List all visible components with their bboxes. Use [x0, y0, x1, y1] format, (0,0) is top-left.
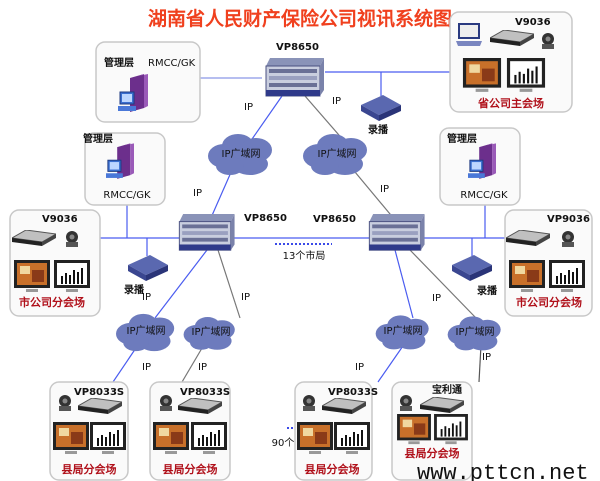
- county-site: VP8033S 县局分会场: [149, 381, 231, 481]
- ip-label: IP: [142, 362, 151, 373]
- chart-monitor-icon: [334, 422, 370, 454]
- site-label: 省公司主会场: [477, 96, 544, 110]
- links: [100, 71, 505, 429]
- county-site: VP8033S 县局分会场: [294, 381, 378, 481]
- video-monitor-icon: [462, 58, 502, 92]
- mcu-right-label: VP8650: [313, 214, 356, 225]
- video-monitor-icon: [397, 414, 431, 445]
- top-management-box: 管理层 RMCC/GK: [95, 41, 201, 123]
- device-label: V9036: [515, 17, 551, 28]
- chart-monitor-icon: [90, 422, 126, 454]
- province-main-site: V9036 省公司主会场: [449, 11, 573, 113]
- cloud-label: IP广域网: [222, 147, 261, 160]
- cloud-label: IP广域网: [318, 147, 357, 160]
- mcu-top-label: VP8650: [276, 42, 319, 53]
- county-site: VP8033S 县局分会场: [49, 381, 129, 481]
- laptop-icon: [456, 23, 482, 46]
- city-site-left: V9036 市公司分会场: [9, 209, 101, 317]
- site-label: 县局分会场: [62, 462, 117, 476]
- left-management-box: 管理层 RMCC/GK: [83, 132, 166, 206]
- mcu-top-icon: [265, 58, 325, 97]
- server-label: RMCC/GK: [103, 190, 151, 201]
- right-management-box: 管理层 RMCC/GK: [439, 127, 521, 206]
- city-count-label: 13个市局: [283, 249, 326, 262]
- site-label: 市公司分会场: [19, 295, 85, 309]
- camera-icon: [542, 33, 554, 49]
- camera-icon: [66, 231, 78, 247]
- chart-monitor-icon: [549, 260, 585, 292]
- ip-label: IP: [355, 362, 364, 373]
- recorder-icon: [452, 255, 492, 281]
- mcu-left-label: VP8650: [244, 213, 287, 224]
- site-label: 市公司分会场: [516, 295, 582, 309]
- ip-label: IP: [332, 96, 341, 107]
- recorder-label: 录播: [368, 123, 389, 136]
- cloud-label: IP广域网: [192, 325, 231, 338]
- recorder-label: 录播: [477, 284, 498, 297]
- chart-monitor-icon: [434, 414, 468, 445]
- site-label: 县局分会场: [405, 446, 460, 460]
- ip-label: IP: [482, 352, 491, 363]
- diagram-title: 湖南省人民财产保险公司视讯系统图: [148, 7, 452, 30]
- server-label: RMCC/GK: [148, 58, 196, 69]
- ip-label: IP: [142, 292, 151, 303]
- video-monitor-icon: [509, 260, 545, 292]
- recorder-icon: [361, 95, 401, 121]
- watermark: www.pttcn.net: [417, 461, 589, 481]
- ip-label: IP: [198, 362, 207, 373]
- recorder-label: 录播: [124, 283, 145, 296]
- site-label: 县局分会场: [305, 462, 360, 476]
- camera-icon: [59, 395, 71, 411]
- mgmt-label: 管理层: [104, 56, 134, 69]
- camera-icon: [400, 395, 412, 411]
- device-label: VP8033S: [74, 387, 124, 398]
- device-label: VP9036: [547, 214, 590, 225]
- mcu-right-icon: [368, 214, 426, 251]
- city-site-right: VP9036 市公司分会场: [504, 209, 593, 317]
- cloud-label: IP广域网: [384, 324, 423, 337]
- video-monitor-icon: [297, 422, 333, 454]
- ip-label: IP: [380, 184, 389, 195]
- video-monitor-icon: [14, 260, 50, 292]
- chart-monitor-icon: [506, 58, 546, 92]
- video-monitor-icon: [153, 422, 189, 454]
- server-label: RMCC/GK: [460, 190, 508, 201]
- mcu-left-icon: [178, 214, 236, 251]
- device-label: VP8033S: [180, 387, 230, 398]
- county-site: 宝利通 县局分会场: [391, 381, 473, 481]
- chart-monitor-icon: [54, 260, 90, 292]
- ip-label: IP: [432, 293, 441, 304]
- ip-label: IP: [193, 188, 202, 199]
- mgmt-label: 管理层: [447, 132, 477, 145]
- cloud-label: IP广域网: [456, 325, 495, 338]
- site-label: 县局分会场: [163, 462, 218, 476]
- camera-icon: [562, 231, 574, 247]
- device-label: 宝利通: [432, 383, 462, 396]
- device-label: VP8033S: [328, 387, 378, 398]
- ip-label: IP: [241, 292, 250, 303]
- recorder-icon: [128, 255, 168, 281]
- chart-monitor-icon: [191, 422, 227, 454]
- ip-label: IP: [244, 102, 253, 113]
- device-label: V9036: [42, 214, 78, 225]
- video-monitor-icon: [53, 422, 89, 454]
- camera-icon: [303, 395, 315, 411]
- mgmt-label: 管理层: [83, 132, 113, 145]
- camera-icon: [160, 395, 172, 411]
- cloud-label: IP广域网: [127, 324, 166, 337]
